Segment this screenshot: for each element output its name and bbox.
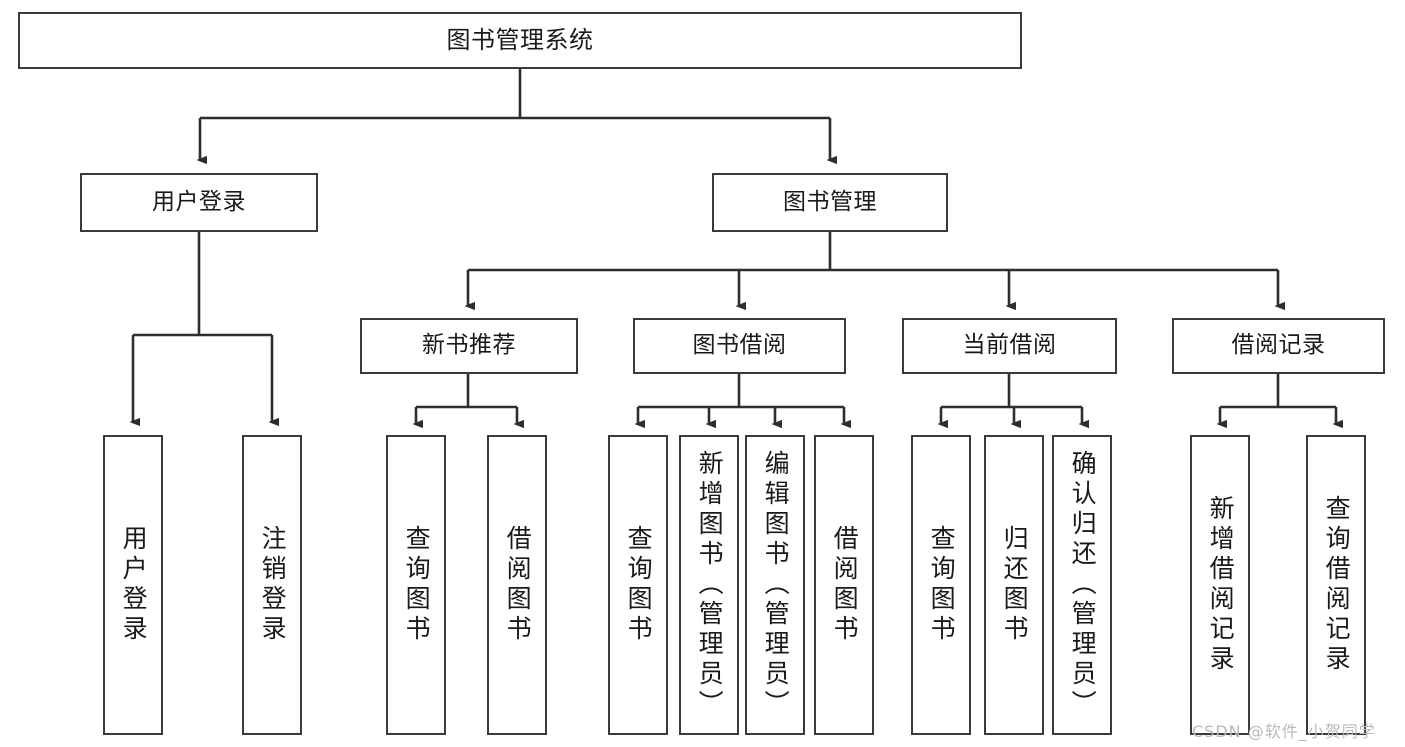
node-leaf-borrow-book-rec-label: 借阅图书: [503, 525, 533, 645]
node-leaf-edit-book-label: 编辑图书（管理员）: [761, 450, 791, 720]
node-current-borrow-label: 当前借阅: [962, 332, 1057, 359]
node-leaf-return-book[interactable]: 归还图书: [984, 435, 1044, 735]
node-leaf-query-book-cur-label: 查询图书: [927, 525, 957, 645]
node-leaf-borrow-book[interactable]: 借阅图书: [814, 435, 874, 735]
node-user-login[interactable]: 用户登录: [80, 173, 318, 232]
node-leaf-query-book-cur[interactable]: 查询图书: [911, 435, 971, 735]
node-root[interactable]: 图书管理系统: [18, 12, 1022, 69]
node-book-borrow-label: 图书借阅: [692, 332, 787, 359]
node-leaf-confirm-return[interactable]: 确认归还（管理员）: [1052, 435, 1112, 735]
node-leaf-add-book-label: 新增图书（管理员）: [695, 450, 725, 720]
node-leaf-query-record-label: 查询借阅记录: [1322, 495, 1352, 675]
node-leaf-edit-book[interactable]: 编辑图书（管理员）: [745, 435, 805, 735]
node-new-book-recommend[interactable]: 新书推荐: [360, 318, 578, 374]
node-leaf-user-login[interactable]: 用户登录: [103, 435, 163, 735]
node-current-borrow[interactable]: 当前借阅: [902, 318, 1117, 374]
node-new-book-recommend-label: 新书推荐: [422, 332, 516, 359]
node-leaf-user-login-label: 用户登录: [119, 525, 149, 645]
node-leaf-add-book[interactable]: 新增图书（管理员）: [679, 435, 739, 735]
node-leaf-return-book-label: 归还图书: [1000, 525, 1030, 645]
node-borrow-record-label: 借阅记录: [1231, 332, 1326, 359]
node-leaf-confirm-return-label: 确认归还（管理员）: [1068, 450, 1098, 720]
node-leaf-borrow-book-rec[interactable]: 借阅图书: [487, 435, 547, 735]
node-leaf-add-record-label: 新增借阅记录: [1206, 495, 1236, 675]
node-book-borrow[interactable]: 图书借阅: [633, 318, 846, 374]
node-user-login-label: 用户登录: [152, 188, 246, 215]
node-leaf-query-book-rec-label: 查询图书: [402, 525, 432, 645]
node-leaf-borrow-book-label: 借阅图书: [830, 525, 860, 645]
node-book-manage[interactable]: 图书管理: [712, 173, 948, 232]
node-leaf-query-book-borrow[interactable]: 查询图书: [608, 435, 668, 735]
node-book-manage-label: 图书管理: [783, 188, 877, 215]
node-root-label: 图书管理系统: [446, 26, 594, 55]
node-leaf-logout-label: 注销登录: [258, 525, 288, 645]
node-leaf-query-book-borrow-label: 查询图书: [624, 525, 654, 645]
node-leaf-logout[interactable]: 注销登录: [242, 435, 302, 735]
csdn-watermark: CSDN @软件_小贺同学: [1192, 722, 1376, 741]
node-borrow-record[interactable]: 借阅记录: [1172, 318, 1385, 374]
node-leaf-query-book-rec[interactable]: 查询图书: [386, 435, 446, 735]
node-leaf-query-record[interactable]: 查询借阅记录: [1306, 435, 1366, 735]
node-leaf-add-record[interactable]: 新增借阅记录: [1190, 435, 1250, 735]
